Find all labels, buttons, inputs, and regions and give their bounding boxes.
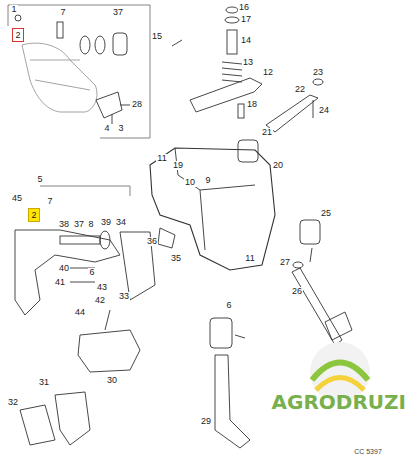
pin — [310, 248, 312, 262]
callout-number: 33 — [118, 292, 130, 301]
callout-number: 40 — [58, 264, 70, 273]
callout-number: 25 — [320, 209, 332, 218]
callout-number: 13 — [242, 58, 254, 67]
callout-number: 11 — [244, 254, 255, 263]
plate — [55, 392, 90, 445]
callout-number: 17 — [240, 15, 252, 24]
callout-number: 10 — [184, 178, 196, 187]
callout-number: 15 — [151, 32, 163, 41]
callout-number: 3 — [117, 124, 124, 133]
callout-number: 20 — [272, 161, 284, 170]
washer — [95, 36, 105, 54]
callout-number: 2 — [15, 30, 20, 40]
plate — [96, 92, 122, 118]
logo-arc — [316, 378, 364, 391]
callout-number: 37 — [112, 8, 124, 17]
sleeve — [227, 30, 237, 54]
nut — [226, 7, 238, 13]
callout-number: 45 — [11, 194, 23, 203]
callout-number: 4 — [103, 124, 110, 133]
bolt — [313, 100, 314, 118]
callout-number: 39 — [100, 218, 112, 227]
callout-number: 11 — [156, 154, 167, 163]
arm — [190, 78, 262, 112]
callout-number: 37 — [73, 220, 85, 229]
callout-number: 18 — [246, 100, 258, 109]
callout-number: 1 — [10, 5, 17, 14]
highlight-box: 2 — [28, 208, 40, 222]
highlight-box: 2 — [12, 28, 24, 42]
callout-number: 28 — [131, 100, 143, 109]
shaft — [60, 236, 100, 244]
callout-number: 9 — [204, 176, 211, 185]
callout-number: 32 — [7, 398, 19, 407]
drawing-code: CC 5397 — [353, 448, 383, 455]
shaft — [215, 355, 250, 448]
pin — [172, 40, 182, 46]
callout-number: 42 — [94, 296, 106, 305]
lever — [15, 230, 120, 315]
washer — [100, 231, 110, 249]
lever-detail — [30, 60, 90, 90]
callout-number: 38 — [58, 220, 70, 229]
gear — [210, 318, 232, 348]
washer — [80, 36, 90, 54]
callout-number: 2 — [31, 210, 36, 220]
callout-number: 29 — [200, 417, 212, 426]
watermark: AGRODRUZI — [271, 392, 407, 412]
boot — [325, 312, 352, 340]
callout-number: 21 — [261, 128, 273, 137]
callout-number: 6 — [88, 268, 95, 277]
callout-number: 36 — [146, 237, 158, 246]
gear — [238, 140, 258, 162]
spring — [222, 62, 242, 82]
callout-number: 35 — [170, 254, 182, 263]
callout-number: 43 — [96, 283, 108, 292]
pin — [57, 22, 63, 38]
callout-number: 16 — [238, 3, 250, 12]
arm — [266, 95, 318, 132]
callout-number: 41 — [54, 278, 66, 287]
callout-number: 44 — [74, 308, 86, 317]
callout-number: 12 — [262, 68, 274, 77]
callout-number: 7 — [59, 8, 66, 17]
callout-number: 8 — [87, 220, 94, 229]
valve-housing — [150, 148, 275, 270]
callout-number: 31 — [38, 378, 50, 387]
bolt — [112, 105, 130, 124]
group-bracket — [40, 186, 130, 196]
callout-number: 22 — [294, 85, 306, 94]
cam-disc — [78, 330, 140, 372]
shaft — [105, 310, 110, 330]
callout-number: 7 — [46, 197, 53, 206]
callout-number: 6 — [225, 301, 232, 310]
callout-number: 24 — [318, 106, 330, 115]
washer — [225, 17, 239, 23]
callout-number: 19 — [172, 161, 184, 170]
rod — [292, 268, 342, 345]
callout-number: 26 — [291, 287, 303, 296]
callout-number: 34 — [115, 218, 127, 227]
nut — [313, 79, 323, 85]
inset-frame — [8, 5, 150, 138]
callout-number: 27 — [279, 258, 291, 267]
pin — [238, 104, 244, 118]
washer — [293, 262, 303, 268]
gear — [300, 220, 320, 244]
bushing — [113, 33, 127, 55]
housing-detail — [175, 148, 255, 250]
plate — [20, 405, 55, 445]
washer — [15, 15, 21, 21]
callout-number: 5 — [36, 175, 43, 184]
pin — [235, 335, 245, 338]
callout-number: 14 — [240, 36, 252, 45]
callout-number: 23 — [312, 68, 324, 77]
clip — [158, 228, 175, 248]
callout-number: 30 — [106, 376, 118, 385]
bolt — [70, 268, 95, 282]
